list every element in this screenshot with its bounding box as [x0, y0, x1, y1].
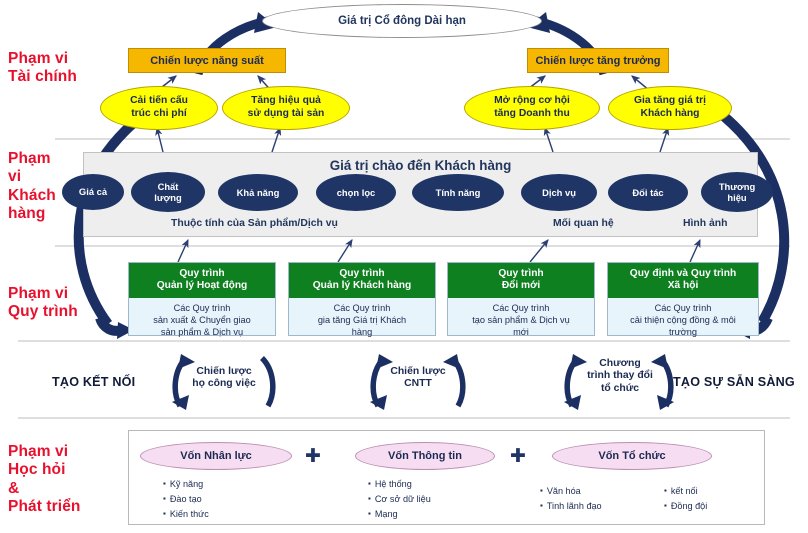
- capital-organization-label: Vốn Tổ chức: [598, 450, 666, 462]
- objective-revenue-opportunity-label: Mở rộng cơ hội tăng Doanh thu: [494, 95, 570, 119]
- objective-customer-value-label: Gia tăng giá trị Khách hàng: [633, 95, 707, 119]
- shareholder-value-oval: Giá trị Cổ đông Dài hạn: [262, 4, 542, 38]
- list-item: Cơ sở dữ liệu: [368, 492, 431, 507]
- perspective-label-customer: Phạm vi Khách hàng: [8, 150, 56, 222]
- objective-asset-utilization[interactable]: Tăng hiệu quả sử dụng tài sản: [222, 86, 350, 130]
- customer-group-relationship: Mối quan hệ: [553, 218, 614, 229]
- customer-attribute-selection[interactable]: chọn lọc: [316, 174, 396, 211]
- alignment-bracket-job-family: Chiến lược họ công việc: [192, 366, 256, 390]
- process-box-innovation[interactable]: Quy trình Đổi mới Các Quy trình tạo sản …: [447, 262, 595, 337]
- strategy-box-productivity[interactable]: Chiến lược năng suất: [128, 48, 286, 73]
- capital-information[interactable]: Vốn Thông tin: [355, 442, 495, 470]
- capital-organization-bullets-right: kết nối Đồng đội: [664, 484, 707, 514]
- capital-human[interactable]: Vốn Nhân lực: [140, 442, 292, 470]
- process-box-innovation-body: Các Quy trình tạo sản phẩm & Dịch vụ mới: [472, 302, 570, 337]
- customer-group-product-service: Thuộc tính của Sản phẩm/Dịch vụ: [171, 218, 338, 229]
- list-item: kết nối: [664, 484, 707, 499]
- capital-organization[interactable]: Vốn Tổ chức: [552, 442, 712, 470]
- plus-icon-2: ✚: [510, 446, 526, 467]
- shareholder-value-label: Giá trị Cổ đông Dài hạn: [338, 15, 466, 27]
- plus-icon-1: ✚: [305, 446, 321, 467]
- process-box-regulatory-social-body: Các Quy trình cải thiện cộng đồng & môi …: [630, 302, 736, 337]
- customer-attribute-service[interactable]: Dịch vụ: [521, 174, 597, 211]
- list-item: Tinh lãnh đạo: [540, 499, 602, 514]
- alignment-bracket-org-change: Chương trình thay đổi tổ chức: [587, 358, 653, 394]
- objective-customer-value[interactable]: Gia tăng giá trị Khách hàng: [608, 86, 732, 130]
- capital-organization-bullets-left: Văn hóa Tinh lãnh đạo: [540, 484, 602, 514]
- capital-human-bullets: Kỹ năng Đào tạo Kiến thức: [163, 477, 209, 522]
- objective-cost-structure[interactable]: Cải tiến cấu trúc chi phí: [100, 86, 218, 130]
- alignment-caption-left: TẠO KẾT NỐI: [52, 375, 136, 389]
- capital-human-label: Vốn Nhân lực: [180, 450, 252, 462]
- customer-attribute-price[interactable]: Giá cả: [62, 174, 124, 210]
- list-item: Hệ thống: [368, 477, 431, 492]
- objective-revenue-opportunity[interactable]: Mở rộng cơ hội tăng Doanh thu: [464, 86, 600, 130]
- list-item: Văn hóa: [540, 484, 602, 499]
- objective-cost-structure-label: Cải tiến cấu trúc chi phí: [130, 95, 188, 119]
- process-box-customer-management-body: Các Quy trình gia tăng Giá trị Khách hàn…: [317, 302, 407, 337]
- process-box-operations-management[interactable]: Quy trình Quản lý Hoạt động Các Quy trìn…: [128, 262, 276, 337]
- customer-attribute-partnership[interactable]: Đối tác: [608, 174, 688, 211]
- list-item: Mạng: [368, 507, 431, 522]
- objective-asset-utilization-label: Tăng hiệu quả sử dụng tài sản: [247, 95, 325, 119]
- strategy-box-productivity-label: Chiến lược năng suất: [150, 54, 264, 67]
- perspective-label-learning: Phạm vi Học hỏi & Phát triển: [8, 443, 81, 515]
- process-box-operations-management-head: Quy trình Quản lý Hoạt động: [129, 263, 275, 298]
- capital-information-bullets: Hệ thống Cơ sở dữ liệu Mạng: [368, 477, 431, 522]
- list-item: Kỹ năng: [163, 477, 209, 492]
- process-box-customer-management[interactable]: Quy trình Quản lý Khách hàng Các Quy trì…: [288, 262, 436, 337]
- process-box-operations-management-body: Các Quy trình sản xuất & Chuyển giao sản…: [153, 302, 251, 337]
- process-box-regulatory-social[interactable]: Quy định và Quy trình Xã hội Các Quy trì…: [607, 262, 759, 337]
- perspective-label-process: Phạm vi Quy trình: [8, 285, 78, 321]
- process-box-customer-management-head: Quy trình Quản lý Khách hàng: [289, 263, 435, 298]
- process-box-innovation-head: Quy trình Đổi mới: [448, 263, 594, 298]
- strategy-box-growth-label: Chiến lược tăng trưởng: [535, 54, 661, 67]
- strategy-box-growth[interactable]: Chiến lược tăng trưởng: [527, 48, 669, 73]
- capital-information-label: Vốn Thông tin: [388, 450, 462, 462]
- list-item: Đồng đội: [664, 499, 707, 514]
- alignment-bracket-it-strategy: Chiến lược CNTT: [390, 366, 446, 390]
- customer-group-image: Hình ảnh: [683, 218, 728, 229]
- perspective-label-financial: Phạm vi Tài chính: [8, 50, 77, 86]
- list-item: Đào tạo: [163, 492, 209, 507]
- list-item: Kiến thức: [163, 507, 209, 522]
- customer-attribute-functionality[interactable]: Tính năng: [412, 174, 504, 211]
- customer-value-panel-title: Giá trị chào đến Khách hàng: [329, 158, 512, 173]
- alignment-caption-right: TẠO SỰ SẴN SÀNG: [673, 375, 795, 389]
- process-box-regulatory-social-head: Quy định và Quy trình Xã hội: [608, 263, 758, 298]
- customer-attribute-availability[interactable]: Khả năng: [218, 174, 298, 211]
- customer-attribute-quality[interactable]: Chất lượng: [131, 172, 205, 212]
- customer-attribute-brand[interactable]: Thương hiệu: [701, 172, 773, 212]
